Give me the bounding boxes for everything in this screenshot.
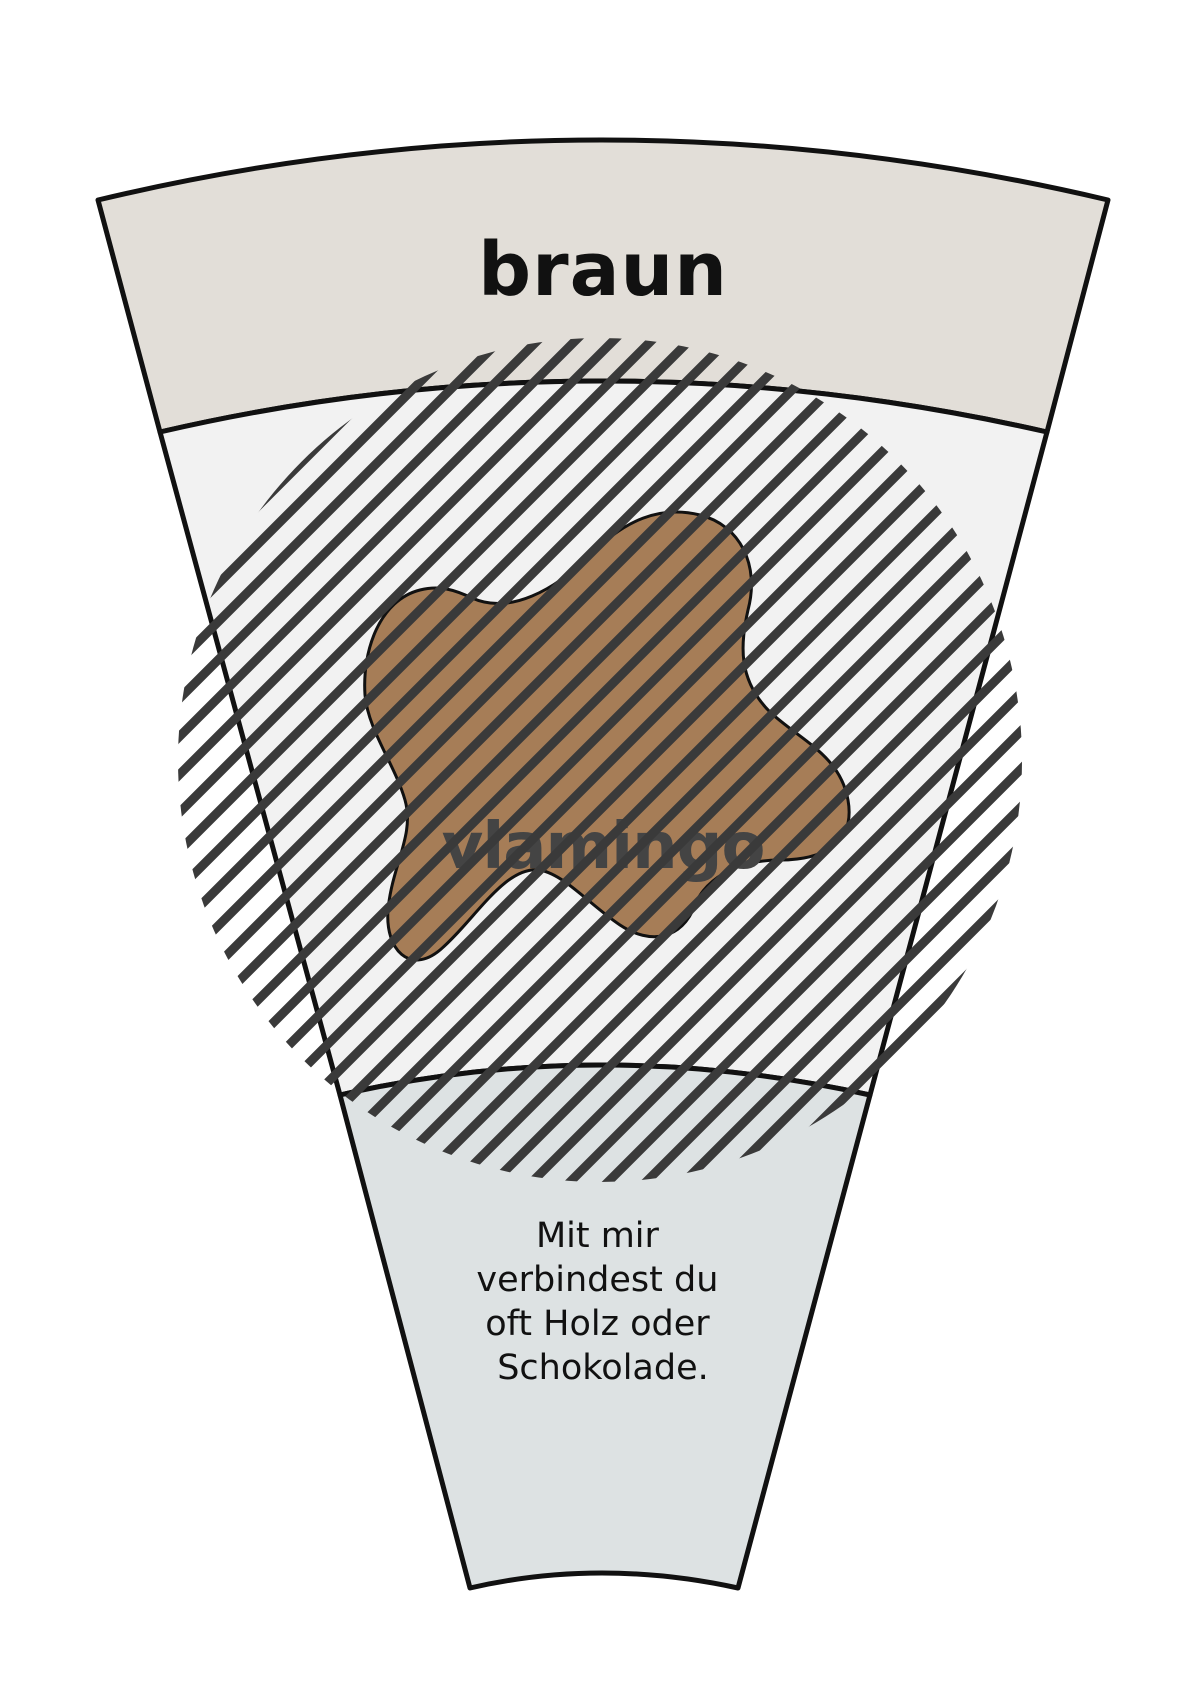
hatch-line <box>464 338 1022 1182</box>
hatch-line <box>502 338 1022 1182</box>
hatch-line <box>388 338 1022 1182</box>
card-title: braun <box>478 227 728 313</box>
hatch-line <box>350 338 1022 1182</box>
description-line-1: Mit mir <box>536 1216 660 1256</box>
hatch-line <box>178 338 874 1182</box>
card-description: Mit mir verbindest du oft Holz oder Scho… <box>476 1216 729 1388</box>
description-line-4: Schokolade. <box>497 1348 709 1388</box>
description-line-3: oft Holz oder <box>485 1304 710 1344</box>
hatch-line <box>426 338 1022 1182</box>
hatch-line <box>274 338 1022 1182</box>
hatch-line <box>178 338 760 1182</box>
hatch-line <box>178 338 912 1182</box>
hatch-line <box>178 338 722 1182</box>
hatch-line <box>178 338 836 1182</box>
description-line-2: verbindest du <box>476 1260 718 1300</box>
hatch-line <box>312 338 1022 1182</box>
hatch-line <box>178 338 684 1182</box>
hatch-line <box>178 338 798 1182</box>
